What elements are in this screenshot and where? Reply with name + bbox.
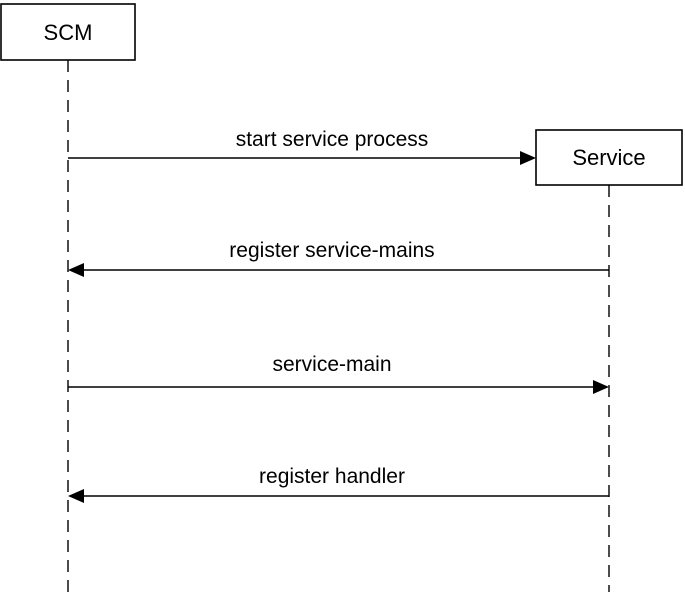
- arrow-head-left: [68, 489, 84, 503]
- participant-service-box: [535, 129, 683, 186]
- arrow-head-left: [68, 263, 84, 277]
- participant-service-label: Service: [572, 145, 645, 170]
- message-label: register service-mains: [229, 239, 434, 262]
- participant-scm-box: [0, 3, 136, 61]
- arrow-head-right: [593, 380, 609, 394]
- message-label: service-main: [272, 353, 391, 376]
- message-label: register handler: [259, 465, 405, 488]
- participant-scm: SCM: [0, 3, 136, 61]
- participant-scm-label: SCM: [44, 20, 93, 45]
- message-start-service-process: start service process: [68, 128, 536, 165]
- message-register-service-mains: register service-mains: [68, 239, 609, 277]
- message-service-main: service-main: [68, 353, 609, 394]
- participant-service: Service: [535, 129, 683, 186]
- message-label: start service process: [236, 128, 429, 151]
- message-register-handler: register handler: [68, 465, 609, 503]
- arrow-head-right: [520, 151, 536, 165]
